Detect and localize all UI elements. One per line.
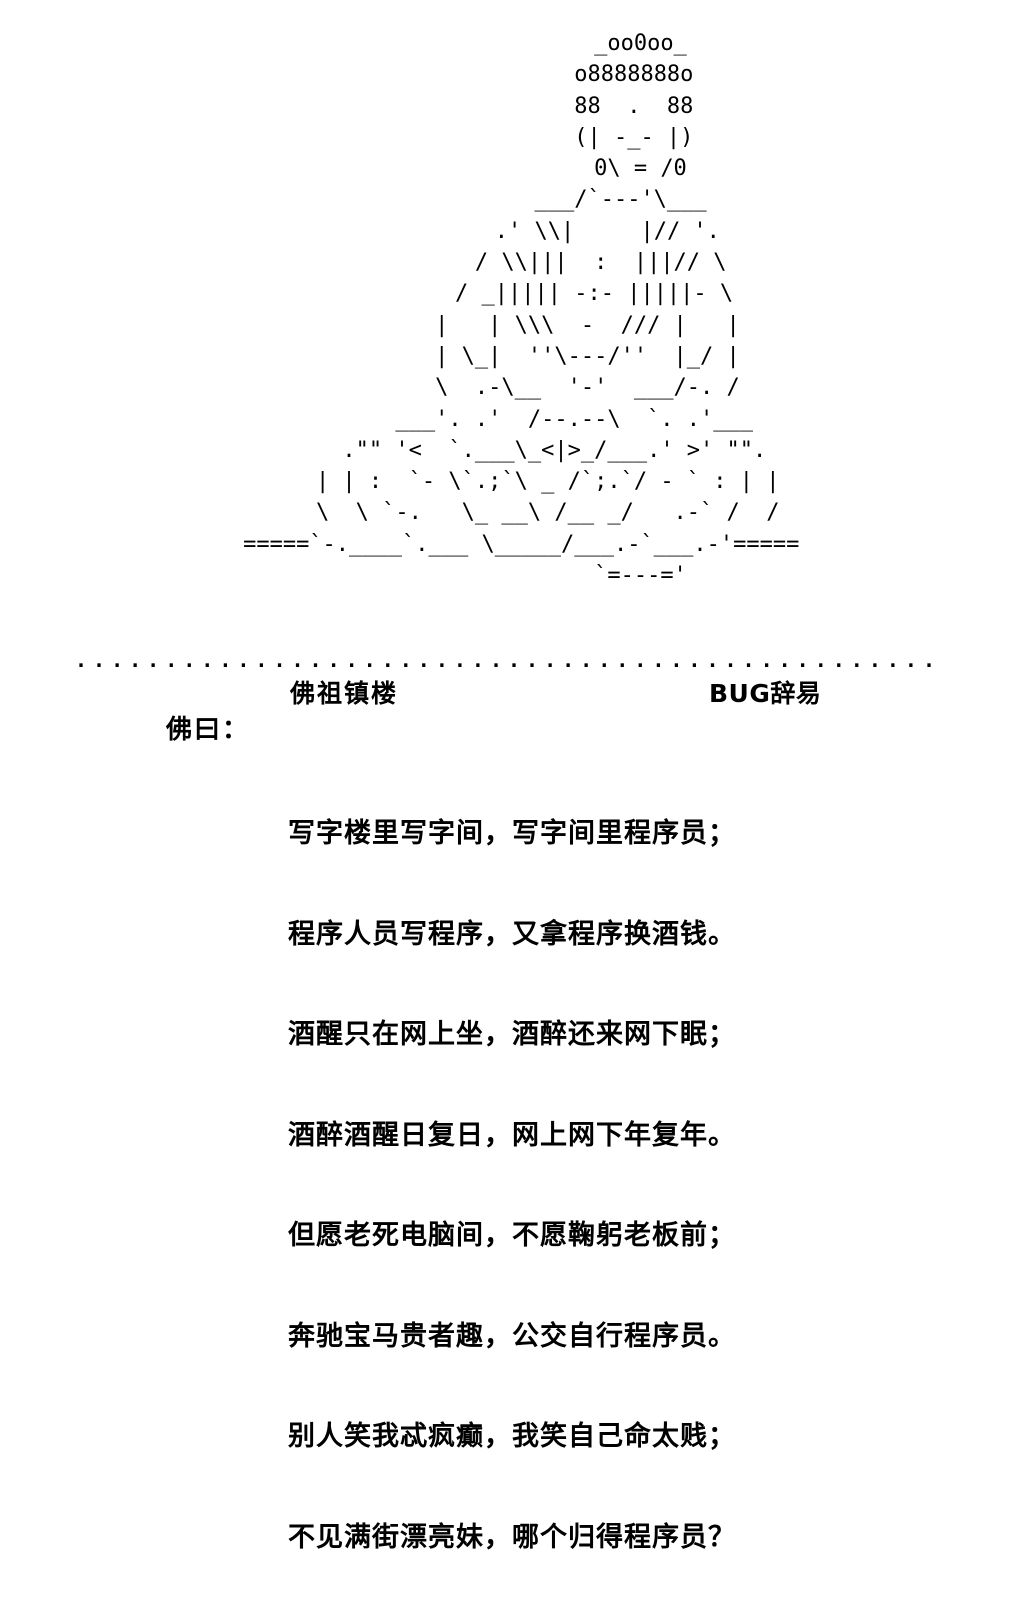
page-root: _oo0oo_ o8888888o 88 . 88 (| -_- |) 0\ =… bbox=[0, 31, 1016, 1553]
poem-line: 写字楼里写字间，写字间里程序员； bbox=[288, 818, 736, 849]
poem-block: 写字楼里写字间，写字间里程序员； 程序人员写程序，又拿程序换酒钱。 酒醒只在网上… bbox=[288, 750, 988, 1621]
poem-line: 别人笑我忒疯癫，我笑自己命太贱； bbox=[288, 1421, 736, 1452]
poem-line: 酒醒只在网上坐，酒醉还来网下眠； bbox=[288, 1019, 736, 1050]
poem-line: 但愿老死电脑间，不愿鞠躬老板前； bbox=[288, 1220, 736, 1251]
buddha-says-label: 佛曰： bbox=[166, 715, 251, 745]
separator-row: ........................................… bbox=[0, 650, 1016, 671]
title-bug-farewell: BUG辞易 bbox=[709, 679, 822, 708]
title-row: 佛祖镇楼 BUG辞易 bbox=[0, 678, 1016, 712]
poem-line: 酒醉酒醒日复日，网上网下年复年。 bbox=[288, 1119, 736, 1151]
dotted-separator: ........................................… bbox=[75, 648, 941, 672]
poem-line: 程序人员写程序，又拿程序换酒钱。 bbox=[288, 918, 736, 950]
poem-line: 不见满街漂亮妹，哪个归得程序员？ bbox=[288, 1521, 736, 1553]
title-buddha-guard: 佛祖镇楼 bbox=[290, 679, 399, 708]
poem-line: 奔驰宝马贵者趣，公交自行程序员。 bbox=[288, 1320, 736, 1352]
buddha-ascii-art: _oo0oo_ o8888888o 88 . 88 (| -_- |) 0\ =… bbox=[243, 31, 800, 589]
